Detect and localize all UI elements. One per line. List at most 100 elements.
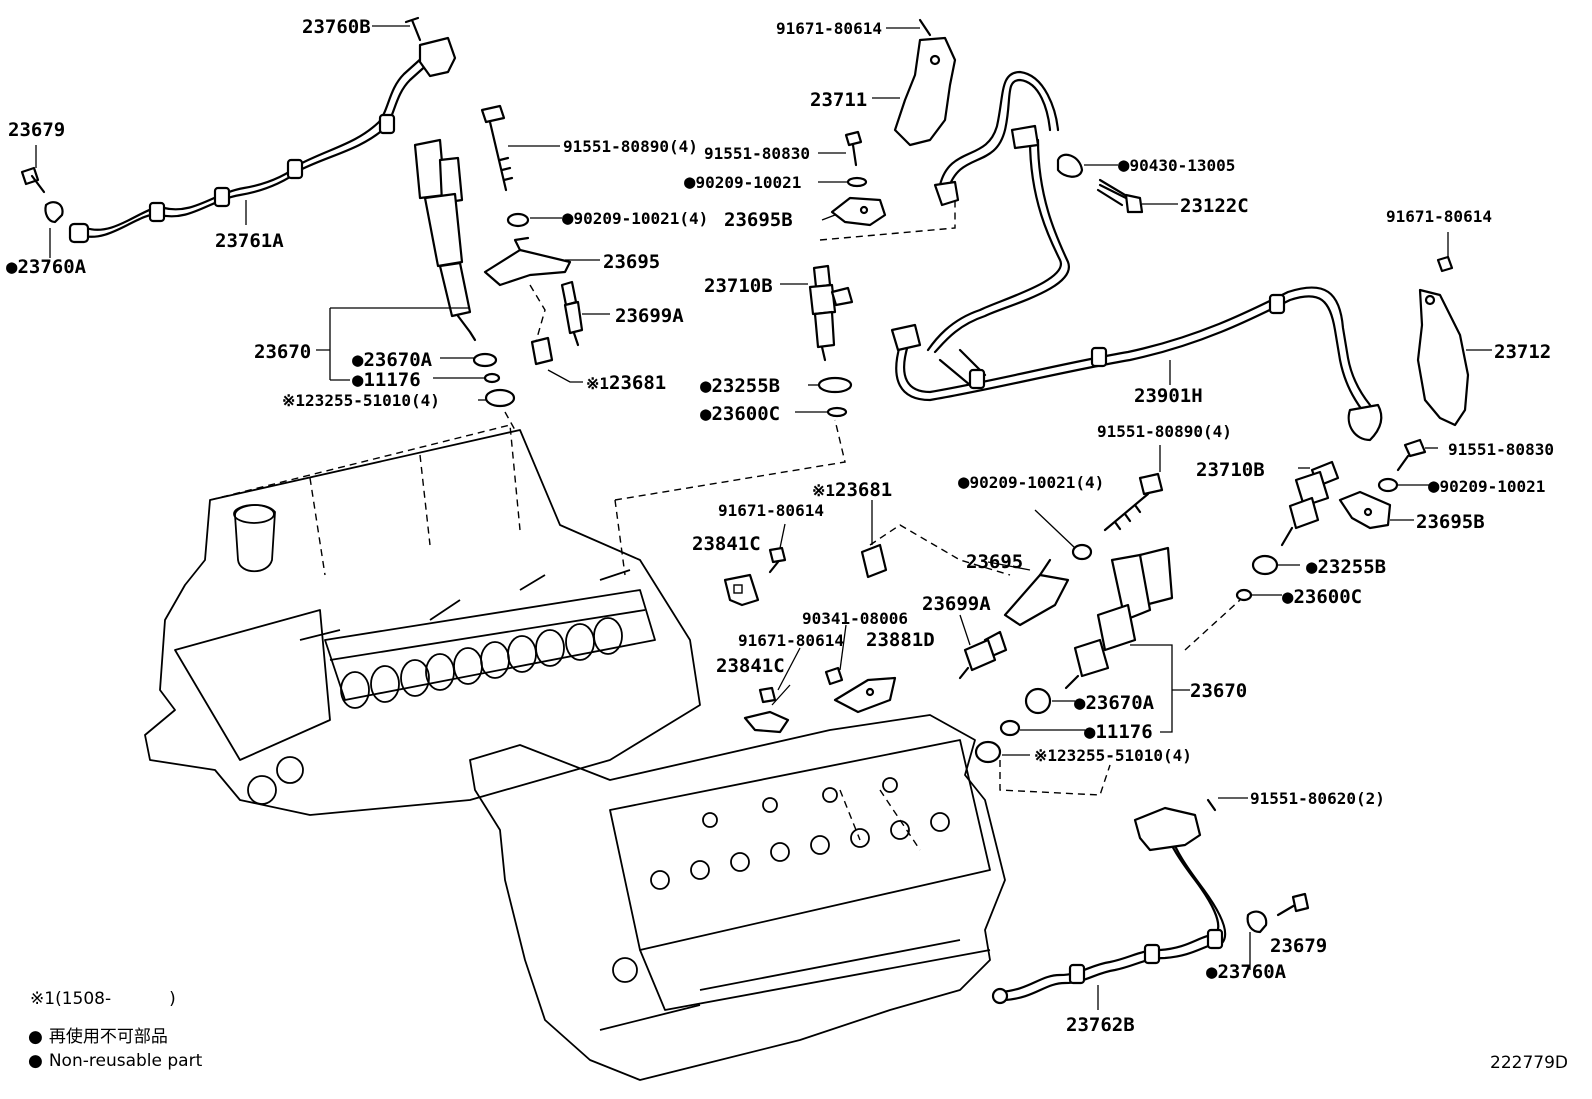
non-reusable-mark: ● <box>562 207 574 229</box>
label-23670A-right: ●23670A <box>1074 692 1155 714</box>
label-23670A-left: ●23670A <box>352 349 433 371</box>
label-91551-80890-4-right: 91551-80890(4) <box>1097 422 1232 441</box>
label-23760A-right: ●23760A <box>1206 961 1287 983</box>
fuel-pipe-23901H-illustration <box>890 70 1383 442</box>
label-23841C-mid: 23841C <box>716 655 785 677</box>
ring-23600C-right-illustration <box>1235 588 1253 602</box>
label-23600C-top: ●23600C <box>700 403 780 425</box>
label-91671-80614-top: 91671-80614 <box>776 19 882 38</box>
leader-lines <box>35 25 1492 1010</box>
label-91551-80890-4-top: 91551-80890(4) <box>563 137 698 156</box>
label-23881D: 23881D <box>866 629 935 651</box>
protector-23712-illustration <box>1416 255 1470 427</box>
cylinder-head-left-illustration <box>144 429 701 816</box>
bracket-23841C-mid-illustration <box>743 710 790 734</box>
non-reusable-mark: ● <box>684 171 696 193</box>
wire-harness-23762B-illustration <box>991 798 1227 1005</box>
label-23699A-mid: 23699A <box>922 593 991 615</box>
seal-23681-top-illustration <box>530 336 554 366</box>
washer-90209-10021-top2-illustration <box>846 176 868 188</box>
non-reusable-mark: ● <box>1428 475 1440 497</box>
label-23681-top: ※123681 <box>586 372 666 394</box>
legend-non-reusable-en: ●Non-reusable part <box>28 1051 203 1071</box>
label-23122C: 23122C <box>1180 195 1249 217</box>
bracket-23841C-top-illustration <box>723 573 760 607</box>
bolt-23122C-illustration <box>1096 178 1144 214</box>
label-23255-51010-4-right: ※123255-51010(4) <box>1034 746 1192 765</box>
injector-23710B-top-illustration <box>808 264 854 362</box>
bolt-23679-left-illustration <box>20 166 46 194</box>
label-23761A: 23761A <box>215 230 284 252</box>
note1-mark: ※1 <box>586 374 609 393</box>
label-23695B-right: 23695B <box>1416 511 1485 533</box>
note1-mark: ※1 <box>30 989 55 1009</box>
bolt-91671-80614-mid2-illustration <box>758 686 777 704</box>
note1-mark: ※1 <box>812 481 835 500</box>
injector-23670-right-illustration <box>1064 546 1174 690</box>
non-reusable-mark: ● <box>352 369 364 391</box>
non-reusable-mark: ● <box>352 349 364 371</box>
label-23699A-top: 23699A <box>615 305 684 327</box>
label-91551-80830-right: 91551-80830 <box>1448 440 1554 459</box>
bracket-23881D-illustration <box>824 666 897 714</box>
label-91551-80620-2: 91551-80620(2) <box>1250 789 1385 808</box>
label-23670-right: 23670 <box>1190 680 1247 702</box>
label-23841C-top: 23841C <box>692 533 761 555</box>
label-23255B-right: ●23255B <box>1306 556 1386 578</box>
non-reusable-mark: ● <box>1118 154 1130 176</box>
washer-90209-10021-top-illustration <box>506 212 530 228</box>
injector-23670-top-illustration <box>413 138 477 342</box>
washer-90209-10021-mid-illustration <box>1071 543 1093 561</box>
label-90209-10021-4-top: ●90209-10021(4) <box>562 207 708 229</box>
label-23760B-top: 23760B <box>302 16 371 38</box>
label-91551-80830-top: 91551-80830 <box>704 144 810 163</box>
sensor-23699A-mid-illustration <box>958 630 1008 680</box>
label-91671-80614-mid2: 91671-80614 <box>738 631 844 650</box>
label-23670-left: 23670 <box>254 341 311 363</box>
non-reusable-mark: ● <box>1282 586 1294 608</box>
label-23695B-top: 23695B <box>724 209 793 231</box>
seal-23681-mid-illustration <box>860 543 888 579</box>
label-23679-right: 23679 <box>1270 935 1327 957</box>
non-reusable-mark: ● <box>1074 692 1086 714</box>
sensor-23699A-top-illustration <box>560 280 584 347</box>
clamp-23760A-right-illustration <box>1246 910 1268 934</box>
clamp-23695B-right-illustration <box>1338 490 1392 530</box>
label-11176-left: ●11176 <box>352 369 421 391</box>
non-reusable-mark: ● <box>6 256 18 278</box>
bolt-91551-80830-top-illustration <box>844 130 863 167</box>
label-23710B-top: 23710B <box>704 275 773 297</box>
ring-23600C-top-illustration <box>826 406 848 418</box>
label-90341-08006: 90341-08006 <box>802 609 908 628</box>
non-reusable-mark: ● <box>700 375 712 397</box>
o-rings-23670-top-illustration <box>472 352 516 408</box>
bolt-23679-right-illustration <box>1276 892 1310 917</box>
label-23695-mid: 23695 <box>966 551 1023 573</box>
cylinder-head-right-illustration <box>469 714 1006 1081</box>
washer-90209-10021-right-illustration <box>1377 477 1399 493</box>
label-23762B: 23762B <box>1066 1014 1135 1036</box>
label-23712: 23712 <box>1494 341 1551 363</box>
bolt-91551-80830-right-illustration <box>1396 438 1427 472</box>
legend: ※1(1508-) ●再使用不可部品 ●Non-reusable part <box>28 989 203 1071</box>
label-90209-10021-right: ●90209-10021 <box>1428 475 1545 497</box>
protector-23711-illustration <box>893 18 957 147</box>
non-reusable-mark: ● <box>1306 556 1318 578</box>
assembly-guide-lines <box>209 200 1241 851</box>
label-23679-left: 23679 <box>8 119 65 141</box>
non-reusable-mark: ● <box>28 1051 43 1071</box>
injector-23710B-right-illustration <box>1280 460 1340 547</box>
label-91671-80614-right: 91671-80614 <box>1386 207 1492 226</box>
label-23255-51010-4-left: ※123255-51010(4) <box>282 391 440 410</box>
non-reusable-mark: ● <box>28 1027 43 1047</box>
label-23760A-left: ●23760A <box>6 256 87 278</box>
wire-harness-23761A-illustration <box>68 16 457 244</box>
part-labels: 23760B 23679 ●23760A 23761A 91551-80890(… <box>6 16 1554 1036</box>
bolt-91551-80890-right-illustration <box>1103 472 1164 532</box>
non-reusable-mark: ● <box>700 403 712 425</box>
clamp-23695-top-illustration <box>483 236 572 287</box>
bolt-91671-80614-mid-illustration <box>768 546 787 574</box>
label-23600C-right: ●23600C <box>1282 586 1362 608</box>
non-reusable-mark: ● <box>1206 961 1218 983</box>
